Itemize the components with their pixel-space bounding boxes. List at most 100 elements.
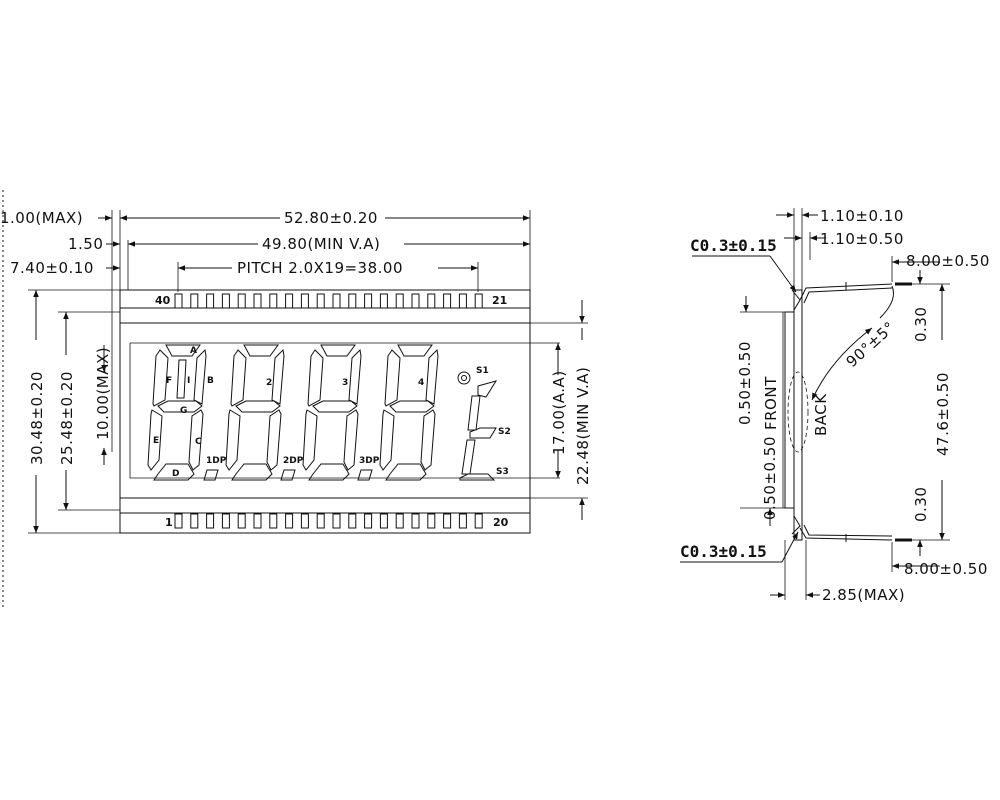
pin-bottom bbox=[237, 513, 246, 529]
segment bbox=[243, 344, 279, 357]
pin-bottom bbox=[300, 513, 309, 529]
pin-label-20: 20 bbox=[493, 516, 509, 529]
symbol-label-s1: S1 bbox=[476, 366, 489, 376]
segment bbox=[176, 359, 187, 399]
dp-label-2: 2DP bbox=[283, 456, 304, 466]
segment bbox=[348, 348, 362, 405]
dim-offset-top: 0.30 bbox=[912, 307, 930, 342]
segment bbox=[231, 463, 273, 481]
pin-label-1: 1 bbox=[165, 516, 173, 529]
pin-top bbox=[458, 293, 467, 309]
segment bbox=[302, 409, 318, 471]
symbol-bar-upper bbox=[467, 395, 481, 431]
segment bbox=[193, 348, 207, 405]
pin-bottom bbox=[379, 513, 388, 529]
segment bbox=[425, 348, 439, 405]
segment bbox=[165, 344, 201, 357]
pin-top bbox=[174, 293, 183, 309]
dim-gap-bottom: 0.50±0.50 bbox=[761, 436, 779, 520]
chamfer-top-label: C0.3±0.15 bbox=[690, 236, 777, 255]
side-view: 1.10±0.10 1.10±0.50 90°±5° FRONT BACK C0… bbox=[680, 207, 989, 604]
pin-top bbox=[221, 293, 230, 309]
pin-top bbox=[379, 293, 388, 309]
dim-left-150: 1.50 bbox=[68, 235, 103, 253]
pin-bottom bbox=[285, 513, 294, 529]
front-glass-plate bbox=[784, 311, 795, 509]
segment bbox=[271, 348, 285, 405]
pins-top bbox=[174, 293, 483, 309]
dim-overall-width: 52.80±0.20 bbox=[284, 209, 378, 227]
pin-top bbox=[300, 293, 309, 309]
pin-top bbox=[427, 293, 436, 309]
pin-bottom bbox=[443, 513, 452, 529]
segment bbox=[147, 409, 163, 471]
segment bbox=[320, 344, 356, 357]
pin-top bbox=[332, 293, 341, 309]
dim-active-area: 17.00(A.A) bbox=[550, 370, 568, 455]
dim-side-t2: 1.10±0.50 bbox=[820, 230, 904, 248]
symbol-bar-lower bbox=[461, 439, 476, 475]
seg-label-i: I bbox=[187, 376, 190, 386]
pin-bottom bbox=[348, 513, 357, 529]
digit bbox=[225, 344, 285, 481]
pin-bottom bbox=[206, 513, 215, 529]
symbol-label-s3: S3 bbox=[496, 467, 509, 477]
dim-min-va-width: 49.80(MIN V.A) bbox=[262, 235, 380, 253]
dim-side-angle: 90°±5° bbox=[843, 318, 899, 371]
dim-left-740: 7.40±0.10 bbox=[10, 259, 94, 277]
dim-left-max: 1.00(MAX) bbox=[0, 209, 83, 227]
segment bbox=[308, 463, 350, 481]
side-pin-bottom bbox=[799, 527, 893, 541]
dp-segment-2 bbox=[280, 469, 296, 481]
seg-label-g: G bbox=[180, 406, 187, 416]
segment bbox=[343, 409, 359, 471]
segment bbox=[152, 349, 169, 407]
segment bbox=[225, 409, 241, 471]
pin-bottom bbox=[427, 513, 436, 529]
pin-bottom bbox=[332, 513, 341, 529]
dim-side-length: 47.6±0.50 bbox=[934, 372, 952, 456]
symbol-label-s2: S2 bbox=[498, 427, 511, 437]
digit-label-3: 3 bbox=[342, 378, 348, 388]
pin-top bbox=[316, 293, 325, 309]
segment bbox=[235, 400, 281, 413]
pin-top bbox=[348, 293, 357, 309]
seven-segment-digits bbox=[147, 344, 439, 481]
back-label: BACK bbox=[812, 393, 830, 436]
pin-label-21: 21 bbox=[492, 294, 507, 307]
dp-label-1: 1DP bbox=[206, 456, 227, 466]
rear-glass-plate bbox=[793, 289, 803, 541]
segment bbox=[188, 409, 204, 471]
dim-gap-top: 0.50±0.50 bbox=[736, 341, 754, 425]
segment bbox=[153, 463, 195, 481]
dim-pitch: PITCH 2.0X19=38.00 bbox=[237, 259, 403, 277]
pin-bottom bbox=[395, 513, 404, 529]
pin-top bbox=[364, 293, 373, 309]
pin-top bbox=[237, 293, 246, 309]
seg-label-a: A bbox=[190, 346, 197, 356]
front-view: 40 21 1 20 A B C D E F G I 2 3 4 1DP 2DP… bbox=[0, 209, 592, 534]
pin-bottom bbox=[316, 513, 325, 529]
s1-segment bbox=[477, 380, 498, 398]
pin-bottom bbox=[269, 513, 278, 529]
digit bbox=[379, 344, 439, 481]
pin-label-40: 40 bbox=[155, 294, 171, 307]
pin-top bbox=[411, 293, 420, 309]
segment bbox=[379, 409, 395, 471]
pin-top bbox=[443, 293, 452, 309]
segment bbox=[157, 400, 203, 413]
segment bbox=[312, 400, 358, 413]
pins-bottom bbox=[174, 513, 483, 529]
dim-pin-max: 10.00(MAX) bbox=[94, 347, 112, 440]
pin-top bbox=[190, 293, 199, 309]
pin-top bbox=[474, 293, 483, 309]
segment bbox=[385, 463, 427, 481]
dim-offset-bottom: 0.30 bbox=[912, 487, 930, 522]
pin-top bbox=[206, 293, 215, 309]
digit bbox=[302, 344, 362, 481]
chamfer-bottom-label: C0.3±0.15 bbox=[680, 542, 767, 561]
glass-outline bbox=[119, 289, 531, 534]
pin-top bbox=[253, 293, 262, 309]
s3-segment bbox=[459, 473, 496, 481]
